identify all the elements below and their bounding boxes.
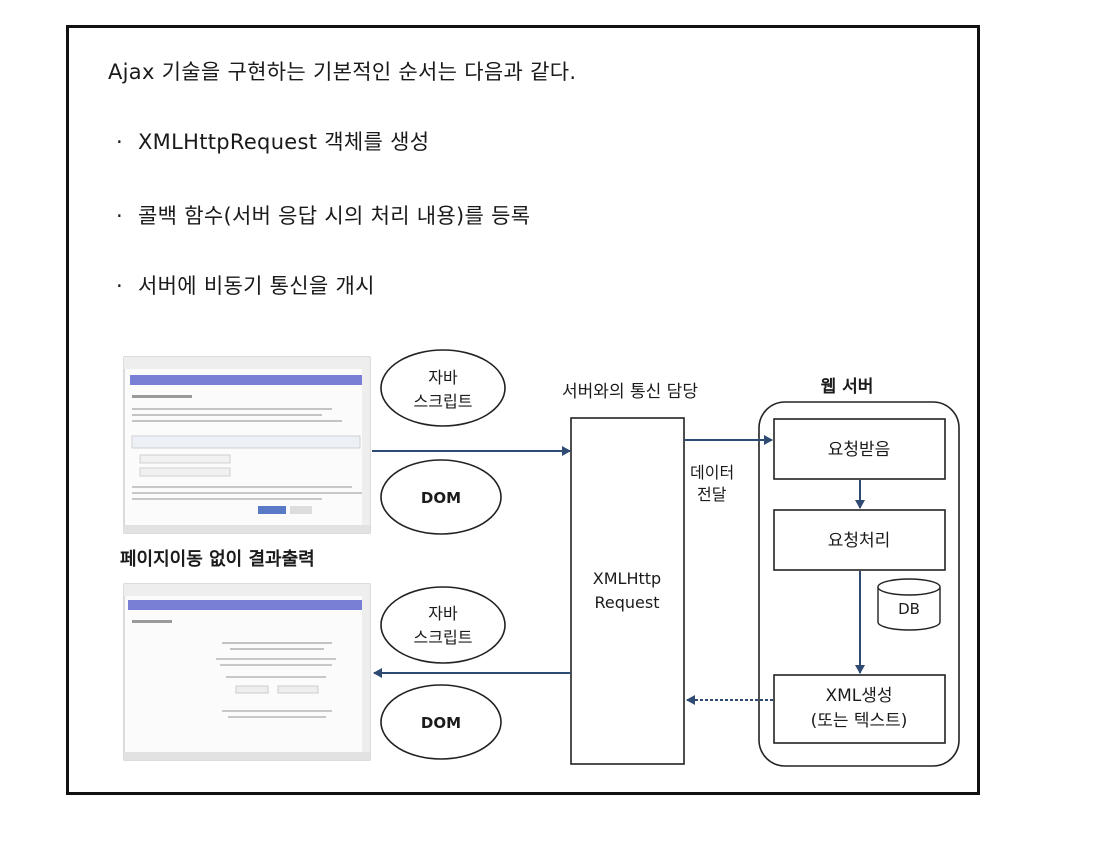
comm-role-label: 서버와의 통신 담당 [562, 382, 698, 402]
request-receive-label: 요청받음 [828, 440, 891, 460]
result-caption: 페이지이동 없이 결과출력 [120, 549, 315, 570]
browser-screenshot-after [124, 584, 370, 760]
data-transfer-line2: 전달 [697, 485, 727, 504]
javascript-top-line2: 스크립트 [414, 392, 473, 411]
xhr-line1: XMLHttp [593, 569, 661, 588]
browser-screenshot-before [124, 357, 370, 533]
db-label: DB [898, 600, 920, 618]
javascript-bottom-line2: 스크립트 [414, 628, 473, 647]
javascript-top-line1: 자바 [428, 368, 458, 387]
javascript-node-bottom [381, 587, 505, 663]
xml-generate-line2: (또는 텍스트) [811, 711, 908, 731]
xml-generate-line1: XML생성 [825, 686, 892, 706]
data-transfer-line1: 데이터 [690, 463, 734, 482]
dom-bottom-label: DOM [421, 714, 461, 732]
request-process-label: 요청처리 [828, 531, 891, 551]
xhr-line2: Request [595, 593, 660, 612]
dom-top-label: DOM [421, 489, 461, 507]
web-server-title: 웹 서버 [821, 377, 874, 397]
xhr-box [571, 418, 684, 764]
javascript-bottom-line1: 자바 [428, 604, 458, 623]
javascript-node-top [381, 350, 505, 426]
